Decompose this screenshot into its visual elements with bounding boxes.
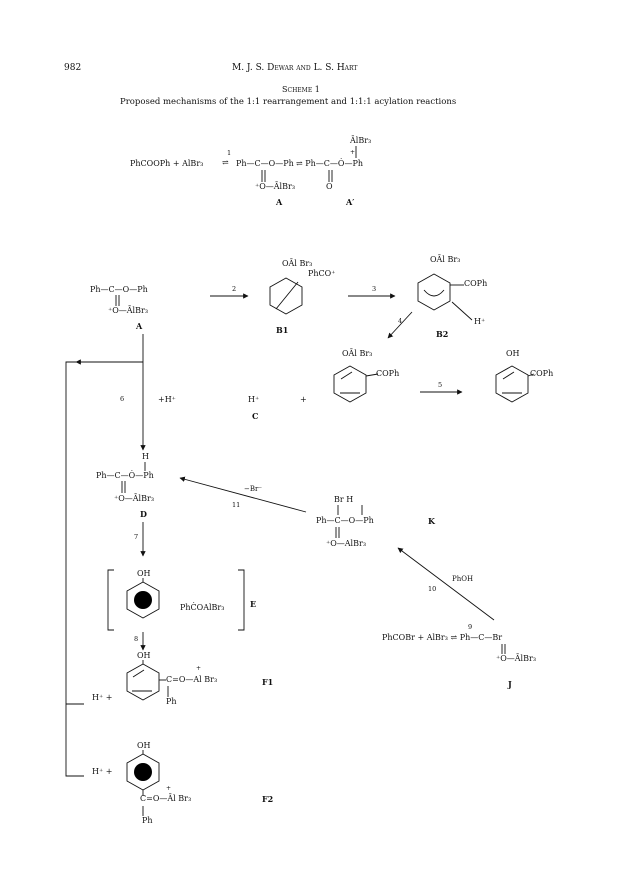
f1-sub: C=O—Al Br₃	[166, 675, 218, 684]
arrow-10	[397, 547, 495, 621]
d-main: Ph—C—Ȯ—Ph	[96, 471, 154, 480]
label-k: K	[428, 516, 435, 526]
prod-top: OH	[506, 349, 520, 358]
b2-top: OĀl Br₃	[430, 255, 461, 264]
label-d: D	[140, 509, 147, 519]
label-a-left: A	[136, 321, 143, 331]
step-4: 4	[398, 317, 403, 325]
b1-top: OĀl Br₃	[282, 259, 313, 268]
mid-double	[340, 371, 353, 380]
scheme-caption: Proposed mechanisms of the 1:1 rearrange…	[120, 97, 457, 107]
b1-sigma	[275, 281, 299, 310]
step-10: 10	[428, 585, 437, 593]
prod-double	[502, 371, 515, 380]
f2-sub: C=O—Āl Br₃	[140, 794, 192, 803]
running-head: M. J. S. Dewar and L. S. Hart	[232, 63, 358, 73]
d-sub: ⁺O—ĀlBr₃	[114, 494, 155, 503]
e-sub: PhĊOAlBr₃	[180, 603, 225, 612]
f1-top: OH	[137, 651, 151, 660]
e-top: OH	[137, 569, 151, 578]
step-7: 7	[134, 533, 139, 541]
b1-sub: PhCO⁺	[308, 269, 336, 278]
f2-h: H⁺ +	[92, 767, 113, 776]
label-f2: F2	[262, 794, 274, 804]
complex-ap-plus: +	[350, 149, 356, 156]
complex-a-sub: ⁺O—ĀlBr₃	[255, 182, 296, 191]
e-bracket-left	[107, 569, 114, 631]
j-main: PhCOBr + AlBr₃ ⇌ Ph—C—Br	[382, 633, 503, 642]
f2-plus: +	[166, 785, 172, 792]
label-c: C	[252, 411, 259, 421]
label-a: A	[276, 197, 283, 207]
b2-h-bond	[451, 301, 473, 321]
step-2: 2	[232, 285, 237, 293]
e-bracket-right	[238, 569, 245, 631]
j-sub: ⁺O—ĀlBr₃	[496, 654, 537, 663]
complex-ap-sub: O	[326, 182, 333, 191]
d-h: H	[142, 452, 149, 461]
e-ring	[126, 581, 160, 619]
mid-sub: COPh	[376, 369, 400, 378]
label-f1: F1	[262, 677, 274, 687]
k-main: Ph—C—O—Ph	[316, 516, 374, 525]
complex-a-left-main: Ph—C—O—Ph	[90, 285, 148, 294]
k-top: Br H	[334, 495, 354, 504]
complex-ap-top: ĀlBr₃	[350, 136, 372, 145]
f2-ph: Ph	[142, 816, 153, 825]
k-sub: ⁺O—AlBr₃	[326, 539, 367, 548]
complex-a-main: Ph—C—O—Ph	[236, 159, 294, 168]
f2-ring-aromatic	[134, 763, 152, 781]
step-8: 8	[134, 635, 139, 643]
step-11: 11	[232, 501, 241, 509]
prod-sub: COPh	[530, 369, 554, 378]
step-5: 5	[438, 381, 443, 389]
label-b1: B1	[276, 325, 289, 335]
complex-a-left-sub: ⁺O—ĀlBr₃	[108, 306, 149, 315]
prod-ring	[495, 365, 529, 403]
b1-ring	[269, 277, 303, 315]
step-6: 6	[120, 395, 125, 403]
arrow-4	[387, 311, 413, 339]
scheme-title: Scheme 1	[282, 85, 320, 94]
b2-sub: COPh	[464, 279, 488, 288]
b2-h: H⁺	[474, 317, 486, 326]
f1-ring	[126, 663, 160, 701]
step-11-reagent: −Br⁻	[244, 485, 263, 493]
j-step: 9	[468, 623, 473, 631]
complex-a-mid: ⇌ Ph—C—Ȯ—Ph	[296, 159, 363, 168]
b2-ring	[417, 273, 451, 311]
label-a-prime: A′	[346, 197, 355, 207]
f2-top: OH	[137, 741, 151, 750]
prod-coph-bond	[527, 373, 535, 377]
label-j: J	[508, 679, 512, 689]
step-10-reagent: PhOH	[452, 575, 474, 583]
f1-double	[132, 669, 145, 678]
label-e: E	[250, 599, 257, 609]
mid-ring	[333, 365, 367, 403]
step-3: 3	[372, 285, 377, 293]
ester-alb-reactants: PhCOOPh + AlBr₃	[130, 159, 204, 168]
mid-coph-bond	[365, 373, 379, 377]
label-b2: B2	[436, 329, 449, 339]
e-ring-aromatic	[134, 591, 152, 609]
return-line-f2	[65, 361, 143, 777]
f1-h: H⁺ +	[92, 693, 113, 702]
f1-plus: +	[196, 665, 202, 672]
step-1-label: 1	[227, 149, 232, 157]
step-6-h: +H⁺	[158, 395, 176, 404]
page-number: 982	[64, 63, 82, 73]
mid-top: OĀl Br₃	[342, 349, 373, 358]
c-h: H⁺	[248, 395, 260, 404]
c-plus: +	[300, 395, 307, 404]
eq-arrow-1: ⇌	[222, 158, 229, 167]
arrow-11	[179, 476, 307, 513]
f1-ph: Ph	[166, 697, 177, 706]
b2-arc	[423, 289, 445, 297]
